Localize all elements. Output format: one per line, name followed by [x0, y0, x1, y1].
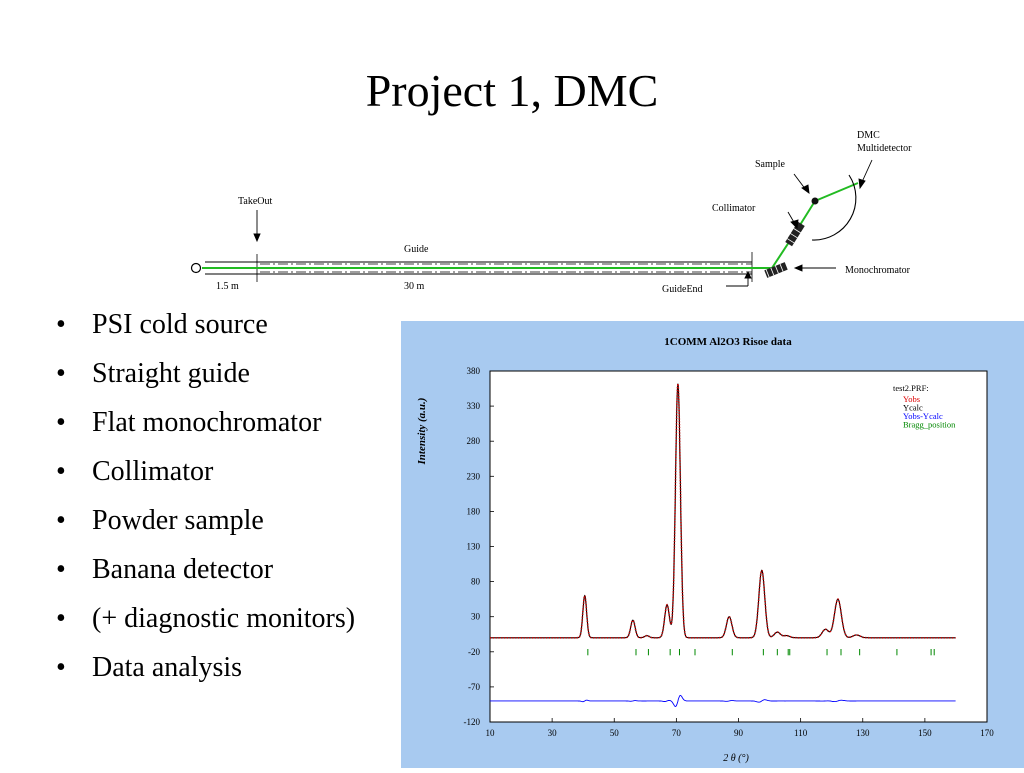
source-icon: [190, 262, 202, 274]
guide-label: Guide: [404, 244, 429, 255]
slide-title: Project 1, DMC: [365, 65, 659, 116]
y-tick-label: 130: [467, 542, 481, 552]
x-tick-label: 70: [672, 728, 682, 738]
plot-area: [489, 370, 988, 723]
y-tick-label: 30: [471, 612, 481, 622]
diffraction-plot-panel: 1COMM Al2O3 Risoe data Intensity (a.u.) …: [401, 321, 1024, 768]
guide-end-label: GuideEnd: [662, 284, 703, 295]
y-tick-label: 330: [467, 401, 481, 411]
legend-entry: Bragg_position: [903, 420, 956, 430]
x-tick-label: 110: [794, 728, 808, 738]
x-tick-label: 90: [734, 728, 744, 738]
x-tick-label: 170: [980, 728, 994, 738]
y-tick-label: -20: [468, 647, 480, 657]
series-ycalc-line: [490, 383, 956, 639]
dmc-instrument-diagram: TakeOut Guide 1.5 m 30 m GuideEnd Collim…: [190, 130, 912, 295]
sample-label: Sample: [755, 159, 786, 170]
neutron-beam: [202, 182, 859, 269]
legend-entry: Ycalc: [903, 403, 923, 413]
bullet-item: •Data analysis: [56, 652, 243, 683]
x-tick-label: 150: [918, 728, 932, 738]
monochromator-crystal: [764, 262, 788, 278]
feature-bullet-list: •PSI cold source •Straight guide •Flat m…: [48, 308, 388, 700]
y-tick-label: 380: [467, 366, 481, 376]
y-tick-label: 80: [471, 577, 481, 587]
bullet-item: •PSI cold source: [56, 309, 268, 340]
chart-title: 1COMM Al2O3 Risoe data: [664, 336, 792, 348]
distance-label-2: 30 m: [404, 281, 425, 292]
y-tick-label: 180: [467, 506, 481, 516]
y-tick-label: 230: [467, 471, 481, 481]
collimator-block: [785, 221, 805, 247]
x-tick-label: 30: [548, 728, 558, 738]
diffraction-chart: 1COMM Al2O3 Risoe data Intensity (a.u.) …: [416, 336, 994, 764]
x-tick-label: 10: [486, 728, 496, 738]
series-yobs-ycalc-line: [490, 694, 956, 708]
y-axis-label: Intensity (a.u.): [416, 398, 428, 466]
bullet-item: •(+ diagnostic monitors): [56, 603, 356, 634]
bullet-item: •Powder sample: [56, 505, 264, 536]
dmc-label-line2: Multidetector: [857, 143, 912, 154]
legend-entry: Yobs: [903, 394, 920, 404]
legend-header: test2.PRF:: [893, 383, 929, 393]
y-tick-label: 280: [467, 436, 481, 446]
x-tick-label: 130: [856, 728, 870, 738]
banana-detector-arc: [811, 174, 857, 241]
bullet-item: •Flat monochromator: [56, 407, 322, 438]
sample-icon: [811, 197, 819, 205]
dmc-label-line1: DMC: [857, 130, 880, 141]
takeout-label: TakeOut: [238, 196, 273, 207]
bullet-item: •Banana detector: [56, 554, 274, 585]
collimator-label: Collimator: [712, 203, 756, 214]
bullet-item: •Collimator: [56, 456, 214, 487]
y-tick-label: -120: [464, 717, 481, 727]
bullet-item: •Straight guide: [56, 358, 250, 389]
legend-entry: Yobs-Ycalc: [903, 411, 943, 421]
distance-label-1: 1.5 m: [216, 281, 239, 292]
y-tick-label: -70: [468, 682, 480, 692]
annotation-arrows: [253, 159, 873, 287]
monochromator-label: Monochromator: [845, 265, 911, 276]
x-tick-label: 50: [610, 728, 620, 738]
x-axis-label: 2 θ (°): [723, 753, 749, 764]
